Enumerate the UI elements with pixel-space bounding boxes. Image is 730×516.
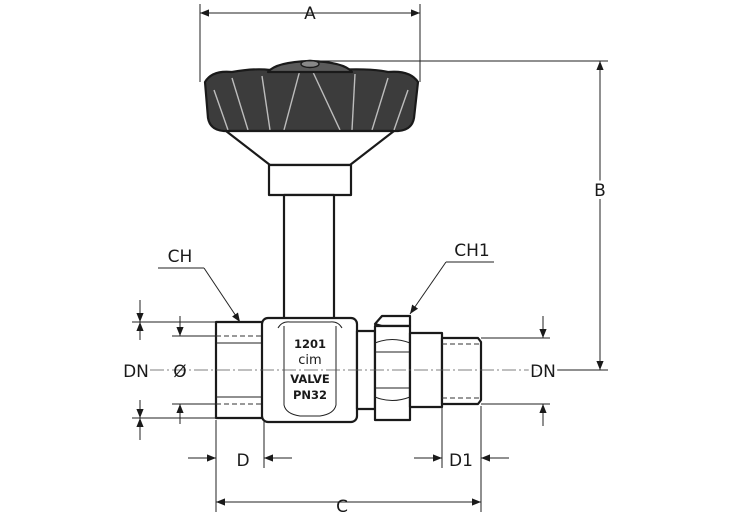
handwheel xyxy=(203,59,420,197)
body-marking-pressure: PN32 xyxy=(293,388,327,402)
valve-stem xyxy=(282,193,336,325)
label-c: C xyxy=(336,497,348,516)
dimension-b xyxy=(306,60,608,371)
label-ch: CH xyxy=(168,247,193,267)
label-d1: D1 xyxy=(449,451,473,471)
leader-ch1 xyxy=(409,261,494,315)
body-marking-brand: cim xyxy=(298,353,321,368)
union-nut xyxy=(355,314,412,422)
dimension-a xyxy=(199,4,421,82)
label-dn-left: DN xyxy=(123,362,149,382)
label-a: A xyxy=(304,4,316,24)
body-marking-number: 1201 xyxy=(294,337,326,351)
dimension-dn-right xyxy=(481,316,550,426)
dimension-dn-left xyxy=(132,300,216,440)
label-b: B xyxy=(594,181,606,201)
dimension-diameter xyxy=(172,316,216,424)
label-d: D xyxy=(236,451,249,471)
label-diameter: Ø xyxy=(173,362,186,382)
body-marking-type: VALVE xyxy=(290,372,330,386)
dimension-d1 xyxy=(414,406,509,468)
leader-ch xyxy=(158,267,241,323)
label-dn-right: DN xyxy=(530,362,556,382)
label-ch1: CH1 xyxy=(454,241,489,261)
dimension-d xyxy=(188,420,292,468)
